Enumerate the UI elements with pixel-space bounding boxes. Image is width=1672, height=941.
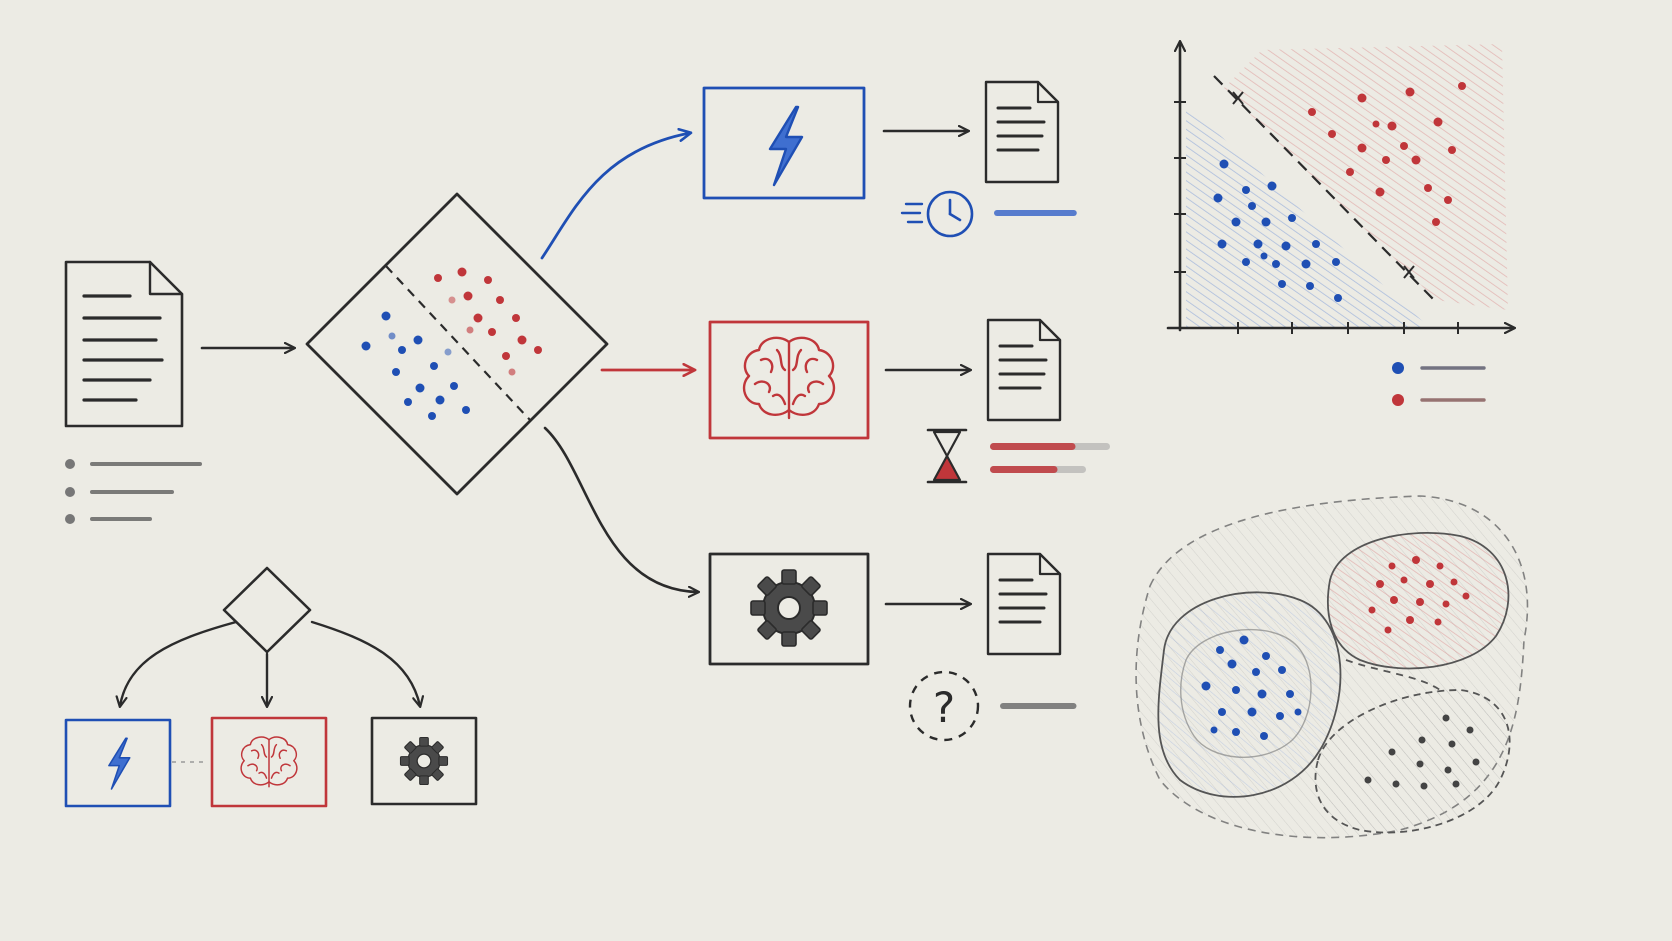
mini-fast-box: [64, 718, 172, 808]
smart-output-document: [986, 318, 1062, 422]
fast-model-box: [702, 86, 866, 200]
fast-latency-bar: [994, 210, 1077, 216]
cluster-blue-points: [1201, 635, 1302, 740]
legend-entry-red: [1392, 394, 1486, 406]
y-axis-ticks: [1174, 101, 1186, 273]
brain-icon: [240, 736, 298, 788]
cluster-red: [1327, 532, 1510, 670]
input-bullet-list: [65, 459, 202, 524]
document-icon: [984, 80, 1060, 184]
hourglass-icon: [926, 428, 968, 484]
boundary-markers: [1232, 91, 1415, 279]
general-latency-bar: [1000, 703, 1077, 709]
cluster-gray-points: [1364, 714, 1480, 790]
lightning-icon: [108, 737, 131, 790]
mini-routing-tree: [64, 566, 478, 808]
input-document: [64, 260, 202, 524]
cluster-red-points: [1368, 556, 1470, 634]
lightning-icon: [768, 105, 804, 187]
speed-lines-icon: [900, 202, 924, 224]
gear-icon: [399, 736, 449, 786]
general-output-document: [986, 552, 1062, 656]
router-diamond: [305, 192, 609, 496]
mini-arrow-right: [310, 620, 420, 706]
classification-scatter-plot: [1166, 42, 1514, 334]
question-mark-text: ?: [933, 683, 955, 732]
smart-latency-indicator: [926, 428, 1110, 484]
cluster-blue: [1157, 591, 1342, 798]
brain-icon: [742, 336, 836, 420]
question-mark-icon: ?: [908, 670, 980, 742]
smart-latency-bar-2: [990, 466, 1058, 473]
document-icon: [986, 318, 1062, 422]
router-decision-boundary: [385, 265, 531, 421]
smart-model-box: [708, 320, 870, 440]
router-blue-points: [361, 311, 470, 420]
router-red-points: [434, 267, 542, 376]
decision-boundary-line: [1213, 75, 1437, 303]
document-icon: [64, 260, 184, 428]
general-latency-indicator: ?: [908, 670, 1077, 742]
legend-entry-blue: [1392, 362, 1486, 374]
arrow-router-to-fast-model: [540, 133, 690, 260]
fast-output-document: [984, 80, 1060, 184]
fast-latency-indicator: [900, 190, 1077, 238]
gear-icon: [750, 569, 828, 647]
blue-region: [1186, 104, 1430, 328]
cluster-plot: [1135, 495, 1529, 839]
smart-latency-bar-1: [990, 443, 1076, 450]
arrow-router-to-general-model: [543, 426, 698, 592]
cluster-gray: [1314, 689, 1511, 834]
mini-smart-box: [210, 716, 328, 808]
scatter-legend: [1392, 362, 1486, 406]
scatter-red-points: [1308, 82, 1466, 226]
red-region: [1224, 44, 1508, 310]
clock-icon: [926, 190, 974, 238]
scatter-blue-points: [1213, 159, 1342, 302]
mini-general-box: [370, 716, 478, 806]
cluster-separator-dashed: [1345, 659, 1441, 691]
general-model-box: [708, 552, 870, 666]
document-icon: [986, 552, 1062, 656]
x-axis-ticks: [1237, 322, 1459, 334]
mini-arrow-left: [120, 620, 238, 706]
